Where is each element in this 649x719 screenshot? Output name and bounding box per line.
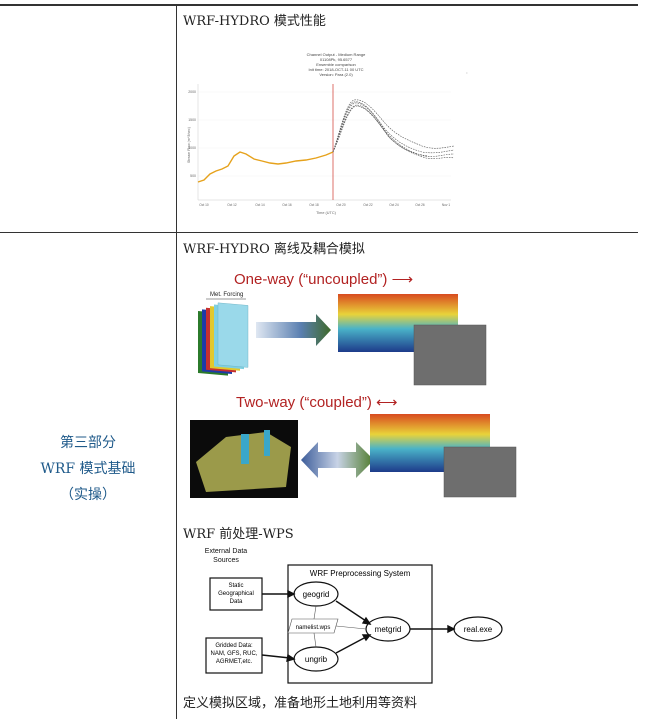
svg-text:Gridded Data:: Gridded Data: [215, 643, 253, 649]
y-axis-label: Stream Flow (m^3/sec) [187, 127, 191, 163]
wps-diagram: External Data Sources WRF Preprocessing … [205, 548, 503, 684]
x-tick-2: Oct 12 [227, 203, 237, 207]
x-tick-6: Oct 20 [336, 203, 346, 207]
svg-text:Static: Static [228, 583, 243, 589]
oneway-arrow [256, 314, 331, 346]
wps-system-title: WRF Preprocessing System [310, 569, 411, 578]
svg-text:metgrid: metgrid [375, 625, 402, 634]
orange-series-line [197, 151, 334, 183]
side-label-line1: 第三部分 [60, 435, 116, 451]
svg-text:real.exe: real.exe [464, 625, 493, 634]
svg-text:AGRMET,etc.: AGRMET,etc. [216, 659, 253, 665]
y-tick-500: 500 [190, 174, 196, 178]
svg-text:Geographical: Geographical [218, 591, 254, 597]
coupling-title: WRF-HYDRO 离线及耦合模拟 [183, 242, 365, 257]
svg-text:geogrid: geogrid [303, 590, 330, 599]
oneway-label: One-way (“uncoupled”) ⟶ [234, 271, 413, 288]
namelist-box [287, 618, 339, 634]
chart-header-1: Channel Output - Medium Range [307, 52, 366, 57]
met-forcing-stack-icon [198, 302, 249, 376]
external-data-label-line2: Sources [213, 557, 239, 564]
y-tick-2000: 2000 [188, 90, 196, 94]
svg-text:namelist.wps: namelist.wps [296, 625, 331, 631]
twoway-terrain-image [443, 446, 517, 498]
twoway-arrow [301, 442, 374, 478]
x-tick-5: Oct 18 [309, 203, 319, 207]
y-tick-1000: 1000 [188, 146, 196, 150]
external-data-label-line1: External Data [205, 548, 248, 555]
side-label: 第三部分 WRF 模式基础 （实操） [0, 430, 176, 508]
x-tick-1: Oct 10 [199, 203, 209, 207]
table-top-rule [0, 4, 638, 6]
coupling-figure: One-way (“uncoupled”) ⟶ Met. Forcing Two… [190, 271, 517, 498]
chart-header-4: Init time: 2018-OCT-11 00 UTC [308, 67, 363, 72]
x-tick-10: Nov 1 [442, 203, 451, 207]
svg-text:ungrib: ungrib [305, 655, 328, 664]
chart-header-5: Version: Para (2.0) [319, 72, 353, 77]
x-tick-9: Oct 26 [415, 203, 425, 207]
performance-title: WRF-HYDRO 模式性能 [183, 14, 326, 29]
x-tick-3: Oct 14 [255, 203, 265, 207]
chart-header-2: 01108Pk, 95.6577 [320, 57, 353, 62]
table-row-divider [0, 232, 638, 233]
x-tick-7: Oct 22 [363, 203, 373, 207]
side-label-line2: WRF 模式基础 [40, 461, 136, 477]
svg-text:NAM, GFS, RUC,: NAM, GFS, RUC, [210, 651, 257, 657]
wps-title: WRF 前处理-WPS [183, 527, 294, 542]
x-tick-8: Oct 24 [389, 203, 399, 207]
chart-header-3: Ensemble comparison [316, 62, 356, 67]
svg-text:Data: Data [230, 599, 243, 605]
y-tick-1500: 1500 [188, 118, 196, 122]
x-axis-label: Time (UTC) [316, 211, 336, 215]
wps-system-box [287, 564, 433, 684]
wps-footer-caption: 定义模拟区域，准备地形土地利用等资料 [183, 696, 418, 711]
streamflow-chart: Channel Output - Medium Range 01108Pk, 9… [186, 48, 468, 226]
twoway-label: Two-way (“coupled”) ⟷ [236, 394, 398, 411]
table-column-divider [176, 5, 177, 719]
x-tick-4: Oct 16 [282, 203, 292, 207]
oneway-terrain-image [413, 324, 487, 386]
side-label-line3: （实操） [60, 487, 116, 503]
met-forcing-label: Met. Forcing [210, 292, 243, 298]
